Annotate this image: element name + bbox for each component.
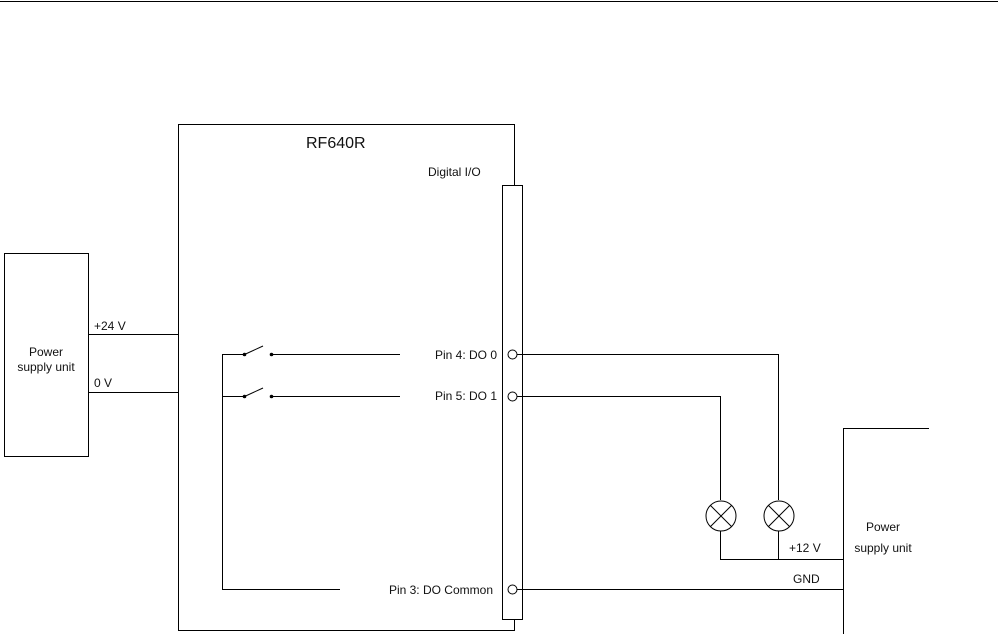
pin4-label: Pin 4: DO 0 [435, 348, 497, 362]
digital-io-label: Digital I/O [428, 165, 481, 179]
rf640r-device-box [179, 125, 515, 631]
pin3-terminal [508, 585, 517, 594]
left-psu-label-line2: supply unit [17, 360, 75, 374]
gnd-label: GND [793, 572, 820, 586]
lamp-1-icon [706, 501, 736, 531]
left-psu-label-line1: Power [29, 345, 63, 359]
pin4-terminal [508, 350, 517, 359]
plus-12v-label: +12 V [789, 541, 821, 555]
digital-io-connector [503, 186, 523, 620]
pin4-to-lamp2-wire [517, 355, 779, 501]
device-title: RF640R [306, 135, 366, 152]
zero-v-label: 0 V [94, 376, 112, 390]
plus-24v-label: +24 V [94, 319, 126, 333]
right-psu-label-line2: supply unit [854, 541, 912, 555]
pin5-to-lamp1-wire [517, 397, 721, 501]
pin5-label: Pin 5: DO 1 [435, 389, 497, 403]
pin5-terminal [508, 392, 517, 401]
right-psu-label-line1: Power [866, 520, 900, 534]
pin3-label: Pin 3: DO Common [389, 583, 493, 597]
lamp-2-icon [764, 501, 794, 531]
